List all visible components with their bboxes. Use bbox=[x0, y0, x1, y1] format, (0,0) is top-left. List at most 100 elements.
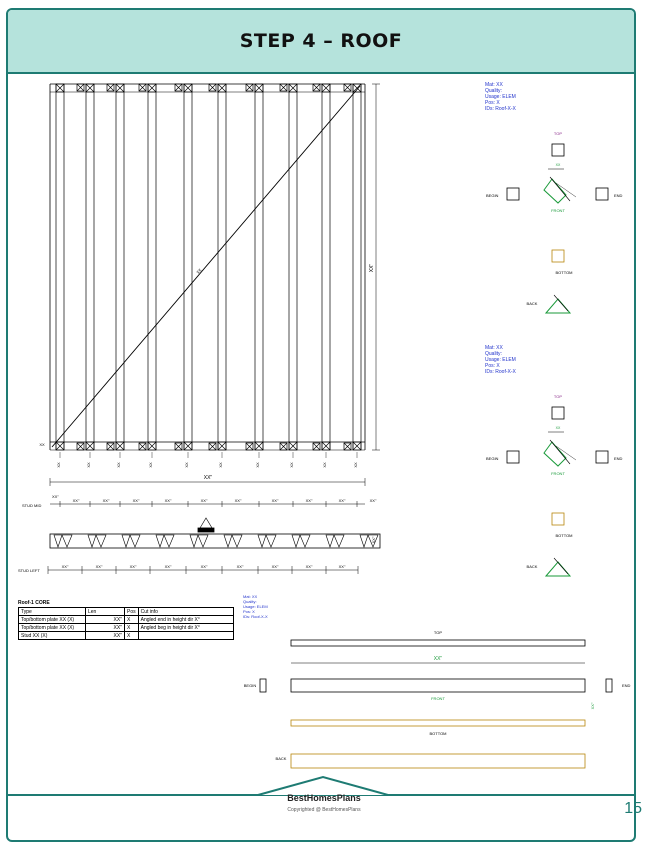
plate-begin-box bbox=[259, 678, 267, 693]
stud-bottom-box bbox=[288, 441, 298, 451]
stud-end-cross bbox=[254, 441, 264, 451]
stud-end-cross bbox=[85, 83, 95, 93]
info-line: Usage: ELEM bbox=[243, 604, 268, 609]
plate-joint-box bbox=[245, 442, 254, 451]
info-line: IDs: Roof-X-X bbox=[485, 369, 516, 375]
table-cell: X bbox=[124, 631, 139, 640]
plate-joint-box bbox=[343, 442, 352, 451]
stud-end-cross bbox=[343, 83, 352, 92]
table-cell: Angled end in height dir X° bbox=[137, 615, 234, 624]
info-line: Mat: XX bbox=[485, 82, 503, 88]
stud-top-box bbox=[115, 83, 125, 93]
plate-joint-box bbox=[279, 83, 288, 92]
cut-list-header: Len bbox=[85, 607, 125, 616]
stud-end-cross bbox=[115, 441, 125, 451]
info-line: Mat: XX bbox=[485, 345, 503, 351]
plate-joint-box bbox=[138, 83, 147, 92]
stud-end-cross bbox=[76, 442, 85, 451]
left-dimension: XX" bbox=[272, 564, 279, 569]
stud-top-box bbox=[85, 83, 95, 93]
cut-list-title: Roof-1 CORE bbox=[18, 600, 50, 606]
roof-logo-icon bbox=[257, 775, 389, 796]
stud-end-cross bbox=[321, 441, 331, 451]
stud-end-cross bbox=[147, 441, 157, 451]
stud-bottom-box bbox=[217, 441, 227, 451]
table-cell: Top/bottom plate XX (X) bbox=[18, 623, 86, 632]
stud-end-cross bbox=[321, 83, 331, 93]
side-dimension: XX" bbox=[371, 536, 376, 543]
section-cut-mark bbox=[87, 534, 107, 548]
stud-end-cross bbox=[55, 83, 65, 93]
section-cut-mark bbox=[121, 534, 141, 548]
view-back-label: BACK bbox=[527, 564, 538, 569]
stud-end-cross bbox=[288, 83, 298, 93]
section-cut-mark bbox=[359, 534, 379, 548]
stud-end-cross bbox=[312, 83, 321, 92]
info-line: Quality: bbox=[485, 88, 502, 94]
stud-end-cross bbox=[174, 442, 183, 451]
mid-dimension: XX" bbox=[133, 498, 140, 503]
plate-top-label: TOP bbox=[434, 630, 442, 635]
stud-end-cross bbox=[208, 442, 217, 451]
section-cut-mark bbox=[53, 534, 73, 548]
front-section-line bbox=[555, 445, 577, 461]
section-cut-mark bbox=[291, 534, 311, 548]
table-cell: Top/bottom plate XX (X) bbox=[18, 615, 86, 624]
stud-top-box bbox=[321, 83, 331, 93]
view-begin-box bbox=[506, 187, 520, 201]
stud-top-box bbox=[288, 83, 298, 93]
section-cut-mark bbox=[223, 534, 243, 548]
back-section-diagonal bbox=[553, 557, 569, 575]
stud-end-cross bbox=[106, 442, 115, 451]
stud-top-box bbox=[254, 83, 264, 93]
section-cut-mark bbox=[155, 534, 175, 548]
stud-bottom-box bbox=[115, 441, 125, 451]
plate-length-label: XX" bbox=[434, 656, 443, 662]
left-dimension: XX" bbox=[165, 564, 172, 569]
stud-bottom-box bbox=[352, 441, 362, 451]
left-dimension: XX" bbox=[96, 564, 103, 569]
table-cell: XX" bbox=[85, 615, 125, 624]
view-end-box bbox=[595, 450, 609, 464]
page-title: STEP 4 – ROOF bbox=[239, 30, 403, 52]
view-bottom-box bbox=[551, 249, 565, 263]
plate-begin-label: BEGIN bbox=[244, 683, 257, 688]
mid-dimension: XX" bbox=[103, 498, 110, 503]
stud-end-cross bbox=[245, 83, 254, 92]
stud-dimension: XX bbox=[148, 462, 153, 468]
cut-list-header: Type bbox=[18, 607, 86, 616]
stud-dimension: XX bbox=[116, 462, 121, 468]
section-marker bbox=[197, 527, 215, 533]
view-end-box bbox=[595, 187, 609, 201]
stud-end-cross bbox=[183, 441, 193, 451]
section-arrow-icon bbox=[199, 517, 213, 529]
stud-end-cross bbox=[85, 441, 95, 451]
stud-dimension: XX bbox=[353, 462, 358, 468]
stud-end-cross bbox=[279, 442, 288, 451]
view-bottom-box bbox=[551, 512, 565, 526]
left-dimension: XX" bbox=[306, 564, 313, 569]
back-section-shape bbox=[544, 561, 572, 577]
stud-end-cross bbox=[279, 83, 288, 92]
stud-end-cross bbox=[174, 83, 183, 92]
stud-top-box bbox=[352, 83, 362, 93]
cut-list-header: Pos bbox=[124, 607, 139, 616]
table-cell: X bbox=[124, 615, 139, 624]
stud-dimension: XX bbox=[56, 462, 61, 468]
front-section-shape bbox=[543, 178, 567, 204]
info-line: Quality: bbox=[243, 599, 257, 604]
back-section-shape bbox=[544, 298, 572, 314]
view-end-label: END bbox=[614, 456, 623, 461]
stud-end-cross bbox=[138, 83, 147, 92]
stud-bottom-box bbox=[85, 441, 95, 451]
view-top-box bbox=[551, 143, 565, 157]
stud-dimension: XX bbox=[184, 462, 189, 468]
section-cut-mark bbox=[189, 534, 209, 548]
table-row: Stud XX (X)XX"X bbox=[18, 631, 234, 640]
front-section-diagonal bbox=[549, 176, 571, 202]
info-line: Pos: X bbox=[485, 363, 500, 369]
